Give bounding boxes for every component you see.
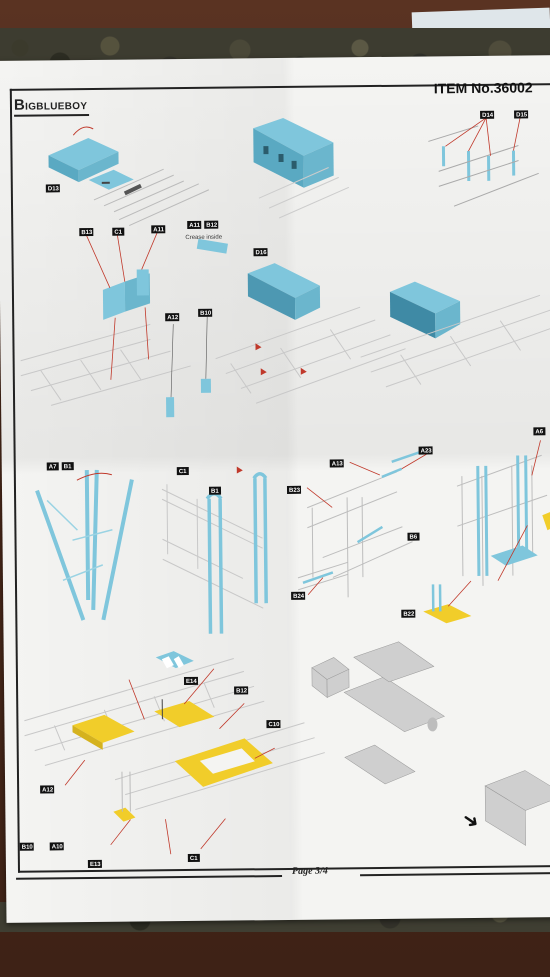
part-tag: A7 — [46, 462, 59, 471]
part-tag: C1 — [112, 227, 125, 236]
assembly-diagram: D13 D14 D15 B13 C1 A11 A11 B12 Crease in… — [19, 110, 550, 869]
module-top-center — [253, 117, 350, 219]
svg-text:B22: B22 — [403, 612, 415, 618]
svg-text:A6: A6 — [535, 429, 543, 435]
part-tag: A13 — [329, 459, 344, 468]
part-tag: B6 — [407, 532, 420, 541]
part-tag: C1 — [176, 466, 189, 476]
module-mid-center — [196, 238, 406, 404]
part-tag: B23 — [286, 485, 302, 494]
svg-text:E13: E13 — [90, 862, 101, 868]
svg-text:B1: B1 — [64, 464, 72, 470]
part-tag: A11 — [151, 225, 166, 234]
part-tag: A12 — [165, 313, 180, 322]
part-tag: D13 — [45, 184, 60, 193]
svg-text:A11: A11 — [153, 227, 164, 233]
part-tag: D14 — [480, 110, 495, 119]
svg-text:C10: C10 — [268, 722, 280, 728]
svg-text:A13: A13 — [332, 461, 344, 467]
svg-text:A10: A10 — [52, 844, 64, 850]
svg-text:A23: A23 — [421, 448, 433, 454]
svg-text:E14: E14 — [186, 679, 197, 685]
svg-text:B12: B12 — [236, 688, 248, 694]
part-tag: B13 — [79, 227, 94, 237]
part-tag: B12 — [204, 220, 219, 229]
svg-text:A12: A12 — [42, 787, 54, 793]
module-lower-center-right — [297, 450, 428, 598]
svg-text:B23: B23 — [289, 488, 301, 494]
part-tag: E14 — [183, 676, 199, 686]
svg-text:B13: B13 — [81, 230, 93, 236]
part-tag: B1 — [61, 462, 74, 471]
part-tag: B24 — [291, 591, 306, 600]
part-tag: B10 — [19, 842, 34, 851]
svg-text:B1: B1 — [211, 489, 219, 495]
svg-text:C1: C1 — [179, 469, 187, 475]
svg-text:A11: A11 — [189, 223, 200, 229]
part-tag: A12 — [40, 785, 55, 794]
svg-text:A7: A7 — [49, 464, 57, 470]
svg-text:D14: D14 — [482, 113, 494, 119]
module-lower-center — [161, 466, 268, 634]
svg-text:B6: B6 — [409, 535, 417, 541]
svg-text:D16: D16 — [255, 250, 267, 256]
module-top-left — [48, 126, 210, 227]
crease-note: Crease inside — [185, 235, 222, 241]
part-tag: C1 — [187, 853, 200, 863]
part-tag: D16 — [253, 248, 268, 257]
svg-text:B10: B10 — [200, 311, 212, 317]
part-tag: B22 — [401, 609, 416, 618]
part-tag: A10 — [49, 842, 64, 851]
part-tag: A6 — [533, 427, 546, 436]
part-tag: A11 — [187, 220, 202, 229]
module-top-right — [428, 117, 539, 207]
svg-text:B24: B24 — [293, 594, 305, 600]
part-tag: E13 — [87, 859, 102, 869]
svg-text:B12: B12 — [206, 223, 218, 229]
svg-text:B10: B10 — [22, 845, 34, 851]
module-mid-left — [20, 232, 211, 418]
part-tag: B1 — [208, 486, 222, 495]
module-bottom-left — [24, 651, 325, 855]
part-tag: A23 — [418, 446, 433, 455]
module-lower-right — [423, 440, 550, 624]
svg-text:D15: D15 — [516, 112, 528, 118]
module-mid-right — [360, 281, 550, 388]
part-tag: B12 — [234, 686, 249, 695]
svg-text:C1: C1 — [114, 230, 122, 236]
part-tag: D15 — [514, 110, 529, 119]
page-number: Page 3/4 — [291, 865, 328, 877]
svg-text:C1: C1 — [190, 856, 198, 862]
part-tag: C10 — [266, 720, 281, 729]
svg-text:A12: A12 — [167, 315, 179, 321]
module-bottom-right — [311, 641, 550, 846]
instruction-sheet: BIGBLUEBOY ITEM No.36002 — [0, 55, 550, 923]
svg-text:D13: D13 — [48, 186, 60, 192]
module-lower-left — [35, 469, 134, 621]
part-tag: B10 — [198, 308, 213, 317]
